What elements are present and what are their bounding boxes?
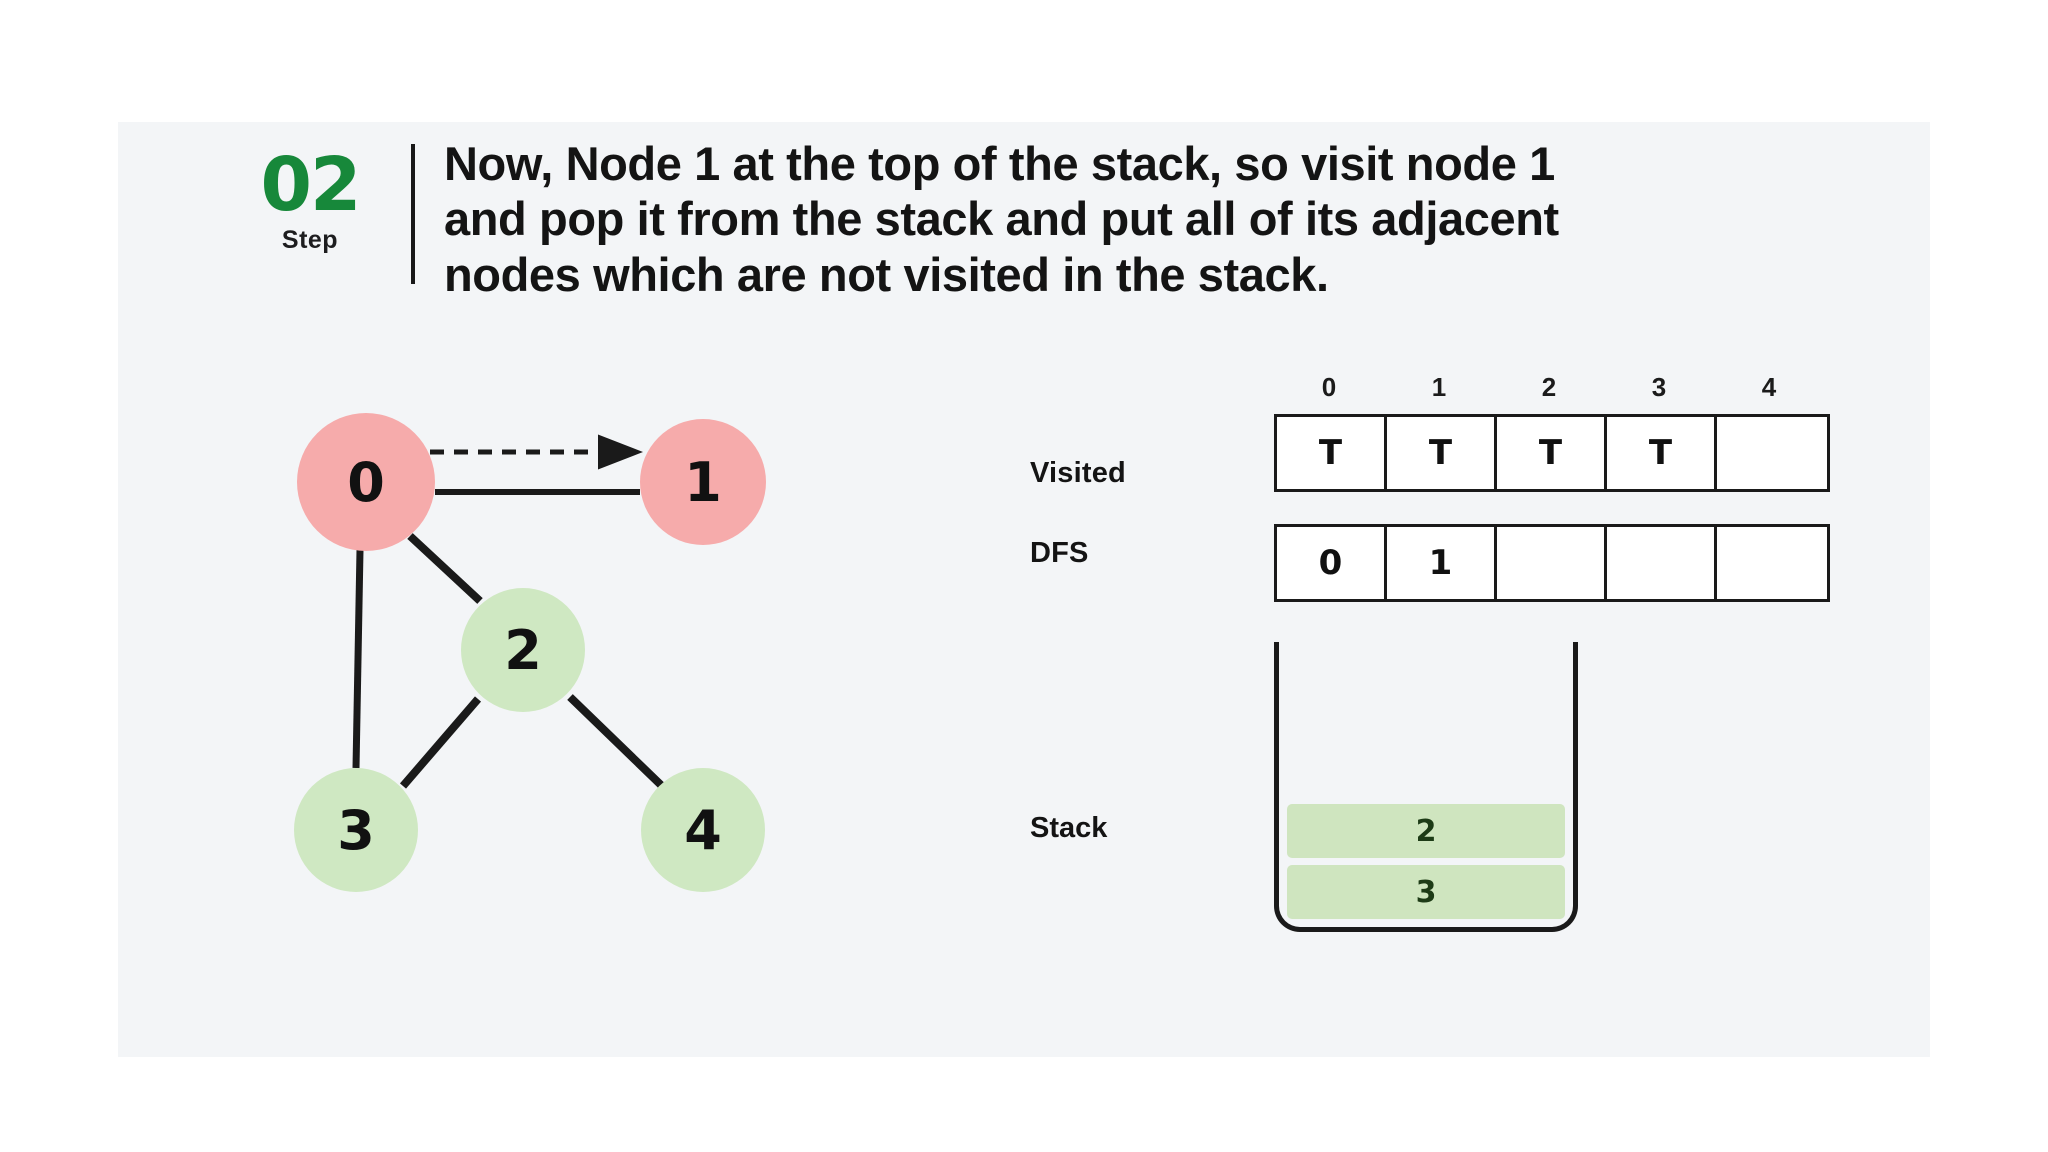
description-line-2: and pop it from the stack and put all of… (444, 192, 1559, 246)
graph-node-1[interactable]: 1 (640, 419, 766, 545)
column-index-2: 2 (1541, 372, 1557, 402)
visited-row-label: Visited (1030, 457, 1126, 489)
dfs-cell-3 (1607, 527, 1717, 599)
step-badge: 02 Step (230, 142, 390, 255)
description-line-3: nodes which are not visited in the stack… (444, 247, 1329, 301)
graph-node-0[interactable]: 0 (297, 413, 435, 551)
dfs-cell-1: 1 (1387, 527, 1497, 599)
graph-node-3[interactable]: 3 (294, 768, 418, 892)
visited-cell-2: T (1497, 417, 1607, 489)
graph-edges (352, 434, 665, 789)
dfs-row-label: DFS (1030, 537, 1089, 569)
graph-node-4-label: 4 (684, 798, 722, 862)
graph-diagram: 0 1 2 3 4 (178, 372, 878, 992)
stack-item-bottom: 3 (1287, 865, 1565, 919)
column-index-4: 4 (1761, 372, 1777, 402)
graph-node-2[interactable]: 2 (461, 588, 585, 712)
column-index-3: 3 (1651, 372, 1667, 402)
graph-node-4[interactable]: 4 (641, 768, 765, 892)
dfs-cell-4 (1717, 527, 1827, 599)
visited-cell-0: T (1277, 417, 1387, 489)
step-number: 02 (260, 142, 362, 228)
stack-item-top: 2 (1287, 804, 1565, 858)
visited-cell-4 (1717, 417, 1827, 489)
dfs-row: 0 1 (1274, 524, 1830, 602)
edge-2-3 (399, 696, 482, 789)
graph-node-3-label: 3 (337, 798, 375, 862)
visited-cell-1: T (1387, 417, 1497, 489)
dfs-cell-0: 0 (1277, 527, 1387, 599)
visited-row: T T T T (1274, 414, 1830, 492)
vertical-divider (411, 144, 415, 284)
column-index-header: 0 1 2 3 4 (1274, 372, 1824, 403)
graph-node-2-label: 2 (504, 618, 542, 682)
stack-label: Stack (1030, 812, 1108, 844)
step-description: Now, Node 1 at the top of the stack, so … (444, 136, 1884, 302)
dfs-cell-2 (1497, 527, 1607, 599)
visited-cell-3: T (1607, 417, 1717, 489)
column-index-1: 1 (1431, 372, 1447, 402)
graph-node-0-label: 0 (347, 450, 385, 514)
edge-0-2 (407, 533, 483, 604)
content-panel: 02 Step Now, Node 1 at the top of the st… (118, 122, 1930, 1057)
step-label: Step (281, 226, 339, 255)
description-line-1: Now, Node 1 at the top of the stack, so … (444, 137, 1555, 190)
stack-container: 2 3 (1274, 642, 1578, 932)
column-index-0: 0 (1321, 372, 1337, 402)
edge-2-4 (567, 694, 665, 789)
edge-0-3 (352, 549, 364, 769)
graph-node-1-label: 1 (684, 450, 722, 514)
